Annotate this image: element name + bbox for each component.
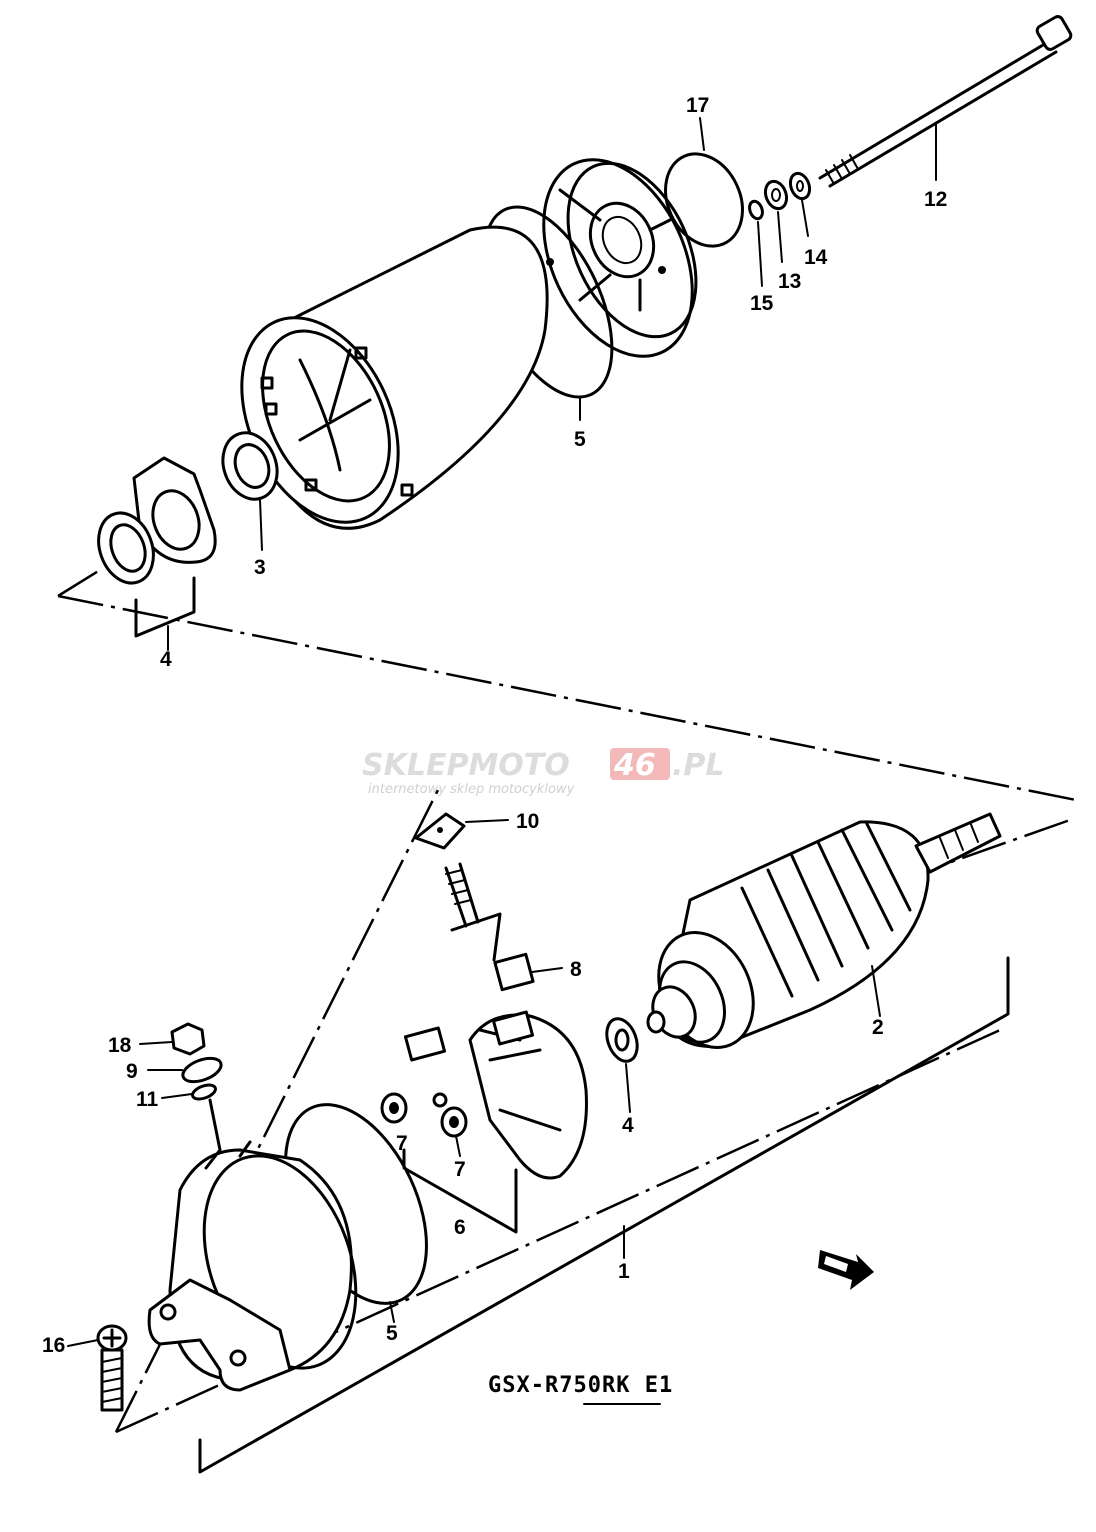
armature <box>646 812 1002 1049</box>
assembly-outline-top <box>57 568 1077 802</box>
part-label-5-bottom: 5 <box>386 1322 398 1345</box>
watermark: SKLEPMOTO 46 .PL internetowy sklep motoc… <box>362 748 725 797</box>
watermark-badge <box>610 748 670 780</box>
front-arrow-icon <box>818 1250 874 1290</box>
part-label-3: 3 <box>254 556 266 579</box>
part-label-11: 11 <box>136 1088 159 1111</box>
part-label-16: 16 <box>42 1334 65 1357</box>
part-label-14: 14 <box>804 246 828 269</box>
bracket-4-top <box>134 576 196 638</box>
watermark-brand-left: SKLEPMOTO <box>362 748 570 783</box>
washer-4-bottom <box>605 1017 639 1063</box>
watermark-brand-right: .PL <box>672 748 725 783</box>
oil-seal <box>221 431 279 501</box>
part-label-15: 15 <box>750 292 774 315</box>
terminal-hardware <box>170 1022 223 1152</box>
rear-end-cover <box>542 158 698 358</box>
part-label-12: 12 <box>924 188 947 211</box>
armature-shaft-spline <box>914 812 1002 874</box>
part-label-18: 18 <box>108 1034 132 1057</box>
front-end-cover <box>147 1140 358 1392</box>
watermark-tagline: internetowy sklep motocyklowy <box>368 782 575 797</box>
brush-plate <box>403 1010 588 1180</box>
washers-and-nut <box>748 171 812 221</box>
part-label-8: 8 <box>570 958 582 981</box>
brush-terminal <box>444 862 535 992</box>
insulators <box>380 1092 468 1138</box>
through-bolt <box>818 15 1073 188</box>
watermark-brand-badge: 46 <box>613 748 656 783</box>
part-label-5-top: 5 <box>574 428 586 451</box>
bracket-6 <box>402 1148 518 1234</box>
part-label-7-left: 7 <box>396 1132 408 1155</box>
mounting-bolt <box>96 1324 128 1412</box>
part-label-7-right: 7 <box>454 1158 466 1181</box>
part-label-2: 2 <box>872 1016 884 1039</box>
part-label-10: 10 <box>516 810 539 833</box>
part-label-6: 6 <box>454 1216 466 1239</box>
part-label-9: 9 <box>126 1060 138 1083</box>
motor-housing <box>240 225 549 530</box>
part-label-13: 13 <box>778 270 801 293</box>
part-label-4-top: 4 <box>160 648 172 671</box>
leader-lines <box>67 117 937 1347</box>
part-labels: 17 12 14 13 15 5 3 4 10 8 2 18 9 11 4 7 … <box>42 94 947 1357</box>
part-label-17: 17 <box>686 94 709 117</box>
shim-set-top <box>97 456 217 585</box>
terminal-clip <box>414 812 466 850</box>
model-label: GSX-R750RK E1 <box>488 1373 673 1398</box>
part-label-4-bottom: 4 <box>622 1114 634 1137</box>
part-label-1: 1 <box>618 1260 630 1283</box>
